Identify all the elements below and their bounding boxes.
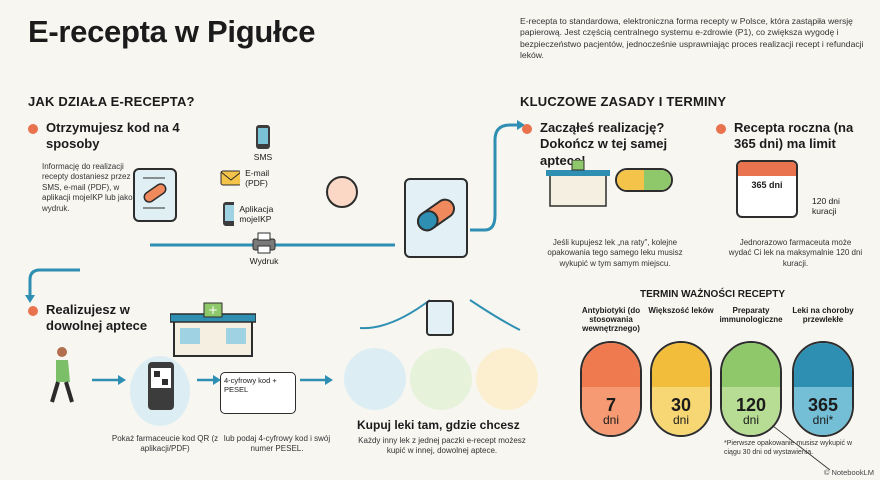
qr-caption: Pokaż farmaceucie kod QR (z aplikacji/PD… (111, 434, 219, 454)
validity-unit: dni (742, 413, 759, 428)
envelope-icon (220, 170, 241, 186)
e-prescription-document-icon (133, 168, 177, 222)
calendar-note: 120 dni kuracji (812, 196, 840, 217)
channel-sms: SMS (250, 124, 276, 162)
step-realize-title: Realizujesz w dowolnej aptece (46, 302, 148, 334)
key-rules-heading: KLUCZOWE ZASADY I TERMINY (520, 94, 727, 109)
validity-number: 120 (735, 395, 767, 416)
code-pesel-card: 4-cyfrowy kod + PESEL (220, 372, 296, 414)
pharmacy-village-icon (476, 348, 538, 410)
step-receive-text: Informację do realizacji recepty dostani… (42, 162, 133, 213)
printer-icon (252, 232, 276, 254)
step-receive-title: Otrzymujesz kod na 4 sposoby (46, 120, 180, 152)
central-prescription-icon (404, 178, 468, 258)
rule-annual-title: Recepta roczna (na 365 dni) ma limit (734, 120, 854, 152)
bullet-dot (522, 124, 532, 134)
channel-email: E-mail (PDF) (220, 168, 290, 188)
validity-number: 7 (605, 395, 616, 416)
buy-anywhere-title: Kupuj leki tam, gdzie chcesz (357, 418, 520, 432)
doctor-avatar (326, 176, 358, 208)
channel-email-label: E-mail (PDF) (245, 168, 270, 189)
rule-annual-text: Jednorazowo farmaceuta może wydać Ci lek… (728, 238, 863, 268)
page-title: E-recepta w Pigułce (28, 14, 316, 49)
walking-person-icon (42, 346, 78, 406)
bullet-dot (716, 124, 726, 134)
calendar-label: 365 dni (751, 180, 783, 190)
rule-same-pharmacy: Zacząłeś realizację? Dokończ w tej samej… (522, 120, 712, 169)
bullet-dot (28, 124, 38, 134)
validity-number: 365 (807, 395, 839, 416)
validity-unit: dni* (812, 413, 834, 428)
validity-label: Antybiotyki (do stosowania wewnętrznego) (581, 306, 641, 334)
svg-text:+: + (208, 303, 218, 317)
pharmacy-building-icon: + (169, 302, 257, 358)
pharmacy-town-icon (410, 348, 472, 410)
validity-label: Preparaty immunologiczne (719, 306, 783, 325)
validity-unit: dni (672, 413, 689, 428)
channel-print: Wydruk (246, 232, 282, 266)
channel-print-label: Wydruk (249, 256, 279, 267)
capsule-icon (615, 168, 673, 192)
code-pesel-card-text: 4-cyfrowy kod + PESEL (224, 376, 277, 394)
qr-phone-icon (130, 356, 190, 426)
credit-text: © NotebookLM (823, 468, 874, 477)
validity-unit: dni (602, 413, 619, 428)
rule-same-pharmacy-title: Zacząłeś realizację? Dokończ w tej samej… (540, 120, 668, 168)
validity-heading: TERMIN WAŻNOŚCI RECEPTY (640, 289, 786, 300)
intro-text: E-recepta to standardowa, elektroniczna … (520, 16, 864, 61)
channel-sms-label: SMS (253, 152, 273, 163)
validity-label: Większość leków (648, 306, 714, 315)
bullet-dot (28, 306, 38, 316)
validity-label: Leki na choroby przewlekłe (792, 306, 854, 325)
step-receive-code: Otrzymujesz kod na 4 sposoby (28, 120, 188, 153)
buy-anywhere-text: Każdy inny lek z jednej paczki e-recept … (358, 436, 526, 456)
rule-same-pharmacy-text: Jeśli kupujesz lek „na raty", kolejne op… (547, 238, 683, 268)
pharmacy-small-icon (546, 159, 610, 208)
pharmacy-city-icon (344, 348, 406, 410)
rule-annual: Recepta roczna (na 365 dni) ma limit (716, 120, 876, 153)
step-realize: Realizujesz w dowolnej aptece (28, 302, 188, 335)
channel-app-label: Aplikacja mojeIKP (239, 203, 274, 224)
small-prescription-icon (426, 300, 454, 336)
calendar-icon: 365 dni (736, 160, 798, 218)
validity-footnote: *Pierwsze opakowanie musisz wykupić w ci… (724, 440, 852, 456)
how-it-works-heading: JAK DZIAŁA E-RECEPTA? (28, 94, 195, 109)
channel-app: Aplikacja mojeIKP (222, 201, 292, 227)
mobile-app-icon (223, 202, 235, 226)
phone-icon (256, 125, 270, 149)
validity-number: 30 (670, 395, 692, 416)
code-caption: lub podaj 4-cyfrowy kod i swój numer PES… (223, 434, 331, 454)
